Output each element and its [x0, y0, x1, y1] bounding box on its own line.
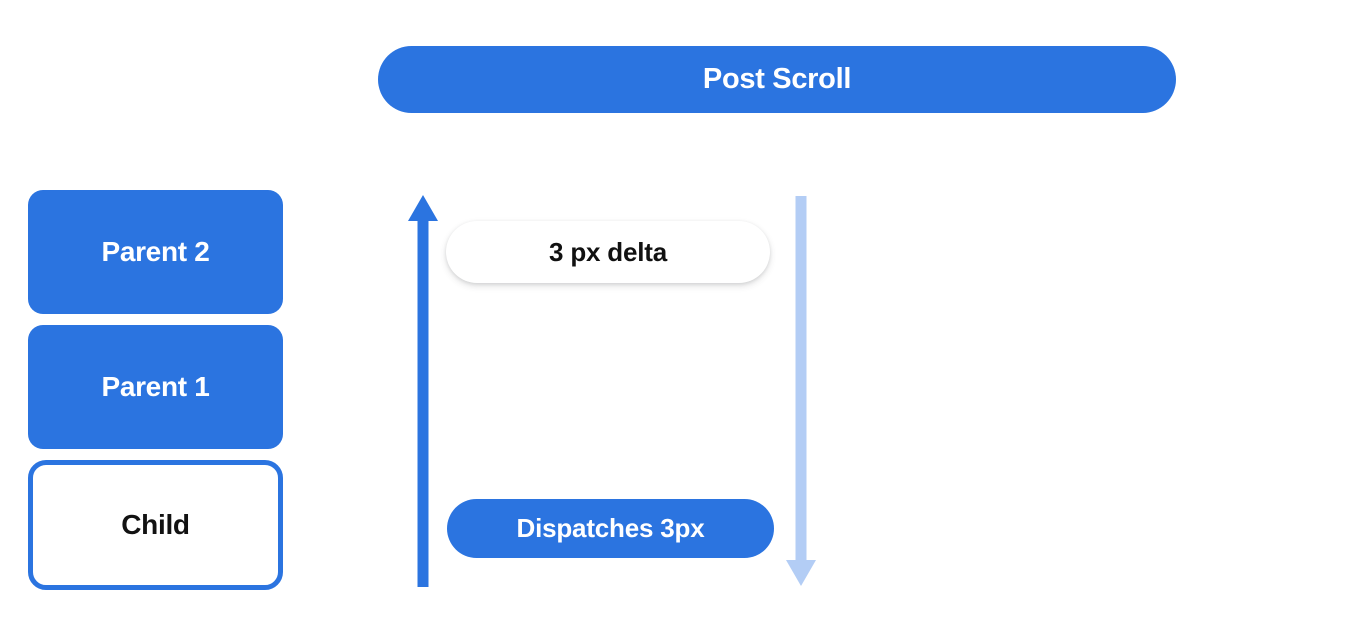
view-hierarchy-stack: Parent 2 Parent 1 Child	[28, 190, 283, 590]
delta-pill-label: 3 px delta	[549, 236, 667, 267]
dispatch-pill: Dispatches 3px	[447, 499, 774, 558]
stack-gap	[28, 314, 283, 325]
scroll-up-arrow-icon	[405, 195, 441, 592]
parent-1-box: Parent 1	[28, 325, 283, 449]
parent-1-label: Parent 1	[101, 371, 210, 402]
dispatch-pill-label: Dispatches 3px	[516, 513, 705, 543]
child-label: Child	[121, 509, 190, 540]
parent-2-box: Parent 2	[28, 190, 283, 314]
scroll-down-arrow-icon	[783, 196, 819, 591]
stack-gap	[28, 449, 283, 460]
parent-2-label: Parent 2	[101, 236, 210, 267]
post-scroll-header: Post Scroll	[378, 46, 1176, 113]
delta-pill: 3 px delta	[446, 221, 770, 283]
post-scroll-header-label: Post Scroll	[702, 63, 852, 95]
child-box: Child	[28, 460, 283, 590]
